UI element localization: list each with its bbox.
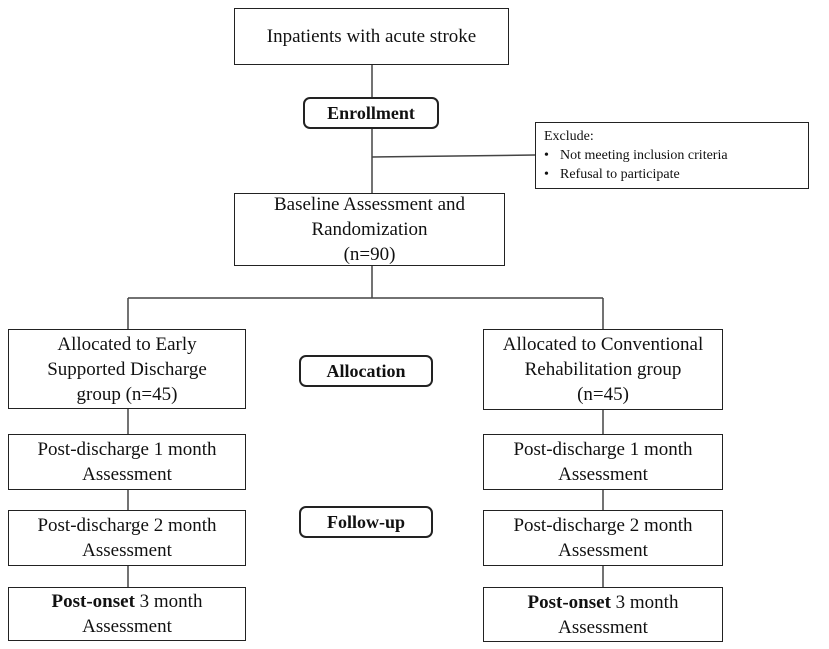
left-alloc-line2: Supported Discharge [47, 358, 207, 380]
left-m3-bold: Post-onset [51, 591, 135, 612]
box-left-allocation: Allocated to Early Supported Discharge g… [8, 329, 246, 409]
connector-exclude [371, 154, 536, 158]
stage-allocation-label: Allocation [326, 360, 406, 381]
baseline-line1: Baseline Assessment and [273, 194, 466, 215]
right-alloc-line1: Allocated to Conventional [502, 334, 704, 355]
baseline-line3: (n=90) [343, 244, 396, 265]
left-m3-rest: 3 month [134, 591, 203, 612]
stage-enrollment-label: Enrollment [327, 102, 415, 123]
box-left-month3: Post-onset 3 month Assessment [8, 587, 246, 641]
right-m1-line2: Assessment [558, 464, 648, 485]
right-m3-bold: Post-onset [527, 591, 611, 613]
left-alloc-line3: group (n=45) [76, 383, 178, 405]
box-baseline: Baseline Assessment and Randomization (n… [234, 193, 505, 266]
left-alloc-line1: Allocated to Early [57, 333, 197, 355]
box-right-month2: Post-discharge 2 month Assessment [483, 510, 723, 566]
stage-enrollment: Enrollment [303, 97, 439, 129]
left-m1-line2: Assessment [82, 464, 172, 485]
box-left-month2: Post-discharge 2 month Assessment [8, 510, 246, 566]
box-inpatients-text: Inpatients with acute stroke [266, 26, 477, 47]
baseline-line2: Randomization [311, 219, 428, 240]
right-alloc-line3: (n=45) [577, 384, 629, 405]
left-m1-line1: Post-discharge 1 month [37, 439, 217, 460]
box-inpatients: Inpatients with acute stroke [234, 8, 509, 65]
box-right-month1: Post-discharge 1 month Assessment [483, 434, 723, 490]
right-m3-rest: 3 month [610, 591, 679, 613]
stage-followup: Follow-up [299, 506, 433, 538]
exclude-title: Exclude: [544, 129, 594, 144]
right-m2-line1: Post-discharge 2 month [513, 515, 693, 536]
exclude-list: Not meeting inclusion criteria Refusal t… [544, 146, 800, 184]
left-m3-line1: Post-onset 3 month [52, 589, 203, 614]
box-left-month1: Post-discharge 1 month Assessment [8, 434, 246, 490]
right-m3-line1: Post-onset 3 month [528, 590, 679, 615]
left-m3-line2: Assessment [82, 616, 172, 637]
left-m2-line1: Post-discharge 2 month [37, 515, 217, 536]
box-right-month3: Post-onset 3 month Assessment [483, 587, 723, 642]
exclude-item: Refusal to participate [544, 165, 800, 184]
right-m3-line2: Assessment [558, 616, 648, 638]
exclude-box: Exclude: Not meeting inclusion criteria … [535, 122, 809, 189]
box-right-allocation: Allocated to Conventional Rehabilitation… [483, 329, 723, 410]
left-m2-line2: Assessment [82, 540, 172, 561]
right-m2-line2: Assessment [558, 540, 648, 561]
stage-allocation: Allocation [299, 355, 433, 387]
right-alloc-line2: Rehabilitation group [524, 359, 682, 380]
exclude-item: Not meeting inclusion criteria [544, 146, 800, 165]
right-m1-line1: Post-discharge 1 month [513, 439, 693, 460]
stage-followup-label: Follow-up [326, 511, 405, 532]
